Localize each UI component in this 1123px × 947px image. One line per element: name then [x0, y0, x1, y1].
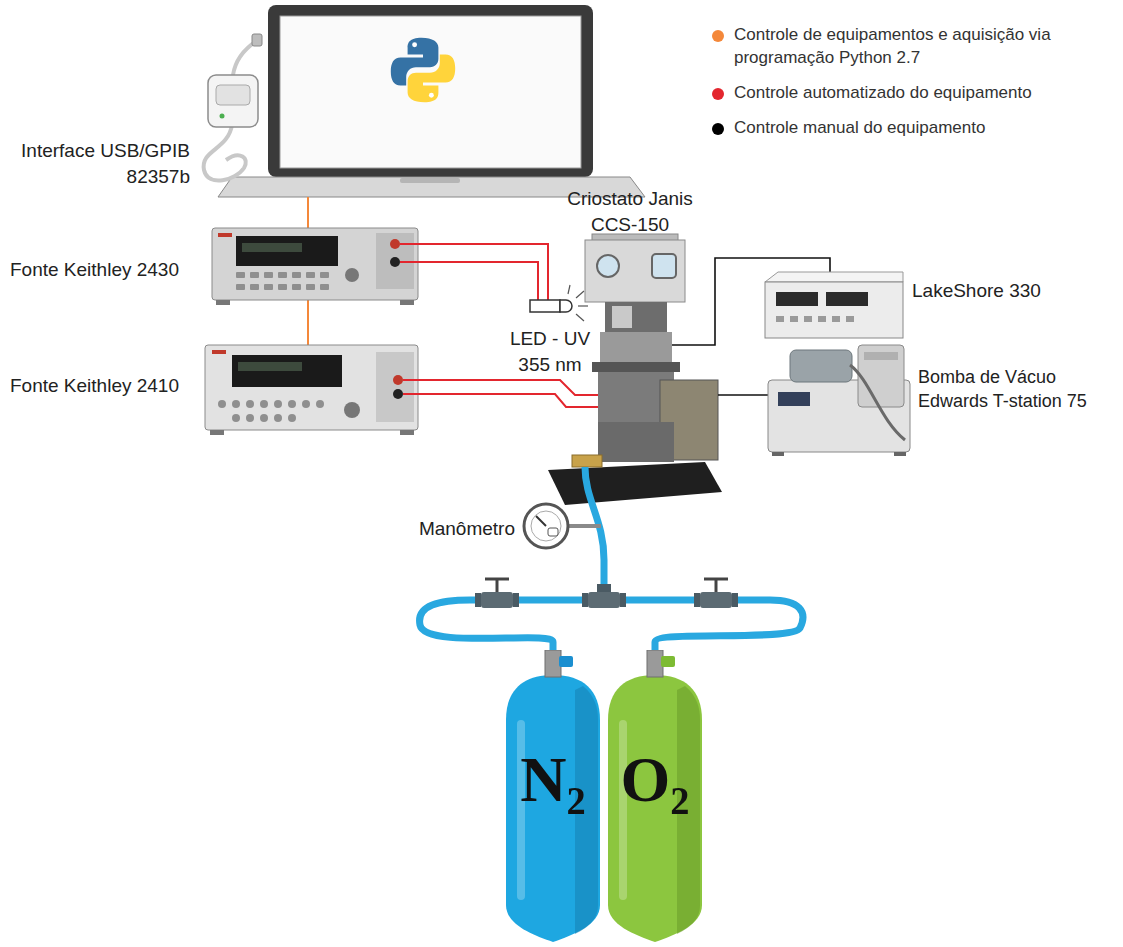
gpib-interface — [204, 34, 262, 181]
legend-text: Controle manual do equipamento — [734, 117, 985, 140]
keithley-2430 — [212, 228, 418, 305]
part-label: LakeShore 330 — [912, 278, 1041, 304]
legend-swatch — [712, 88, 724, 100]
legend-text: Controle automatizado do equipamento — [734, 82, 1032, 105]
part-label: Criostato Janis CCS-150 — [545, 186, 715, 237]
valve — [475, 579, 519, 608]
part-label: Manômetro — [395, 516, 515, 542]
cylinder-label: O₂ — [621, 745, 690, 815]
cylinder-label: N₂ — [520, 745, 585, 815]
keithley-2410 — [205, 345, 418, 435]
uv-led — [530, 285, 588, 321]
vacuum-pump — [768, 345, 910, 456]
lakeshore-330 — [765, 272, 903, 338]
legend-entry: Controle manual do equipamento — [712, 117, 1112, 140]
part-label: Fonte Keithley 2410 — [10, 373, 179, 399]
part-label: Bomba de Vácuo Edwards T-station 75 — [918, 365, 1118, 414]
legend-text: Controle de equipamentos e aquisição via… — [734, 24, 1064, 70]
part-label: Fonte Keithley 2430 — [10, 257, 179, 283]
part-label: Interface USB/GPIB 82357b — [2, 138, 190, 189]
automated-control-wires — [400, 244, 598, 407]
legend-swatch — [712, 123, 724, 135]
gas-cylinder: O₂ — [605, 650, 705, 942]
legend-entry: Controle de equipamentos e aquisição via… — [712, 24, 1112, 70]
gas-cylinder: N₂ — [503, 650, 603, 942]
part-label: LED - UV 355 nm — [500, 326, 600, 377]
valve — [582, 584, 626, 608]
valve — [694, 579, 738, 608]
gas-line — [524, 467, 604, 600]
laptop — [218, 5, 645, 197]
legend-swatch — [712, 30, 724, 42]
legend-entry: Controle automatizado do equipamento — [712, 82, 1112, 105]
legend: Controle de equipamentos e aquisição via… — [712, 24, 1112, 152]
